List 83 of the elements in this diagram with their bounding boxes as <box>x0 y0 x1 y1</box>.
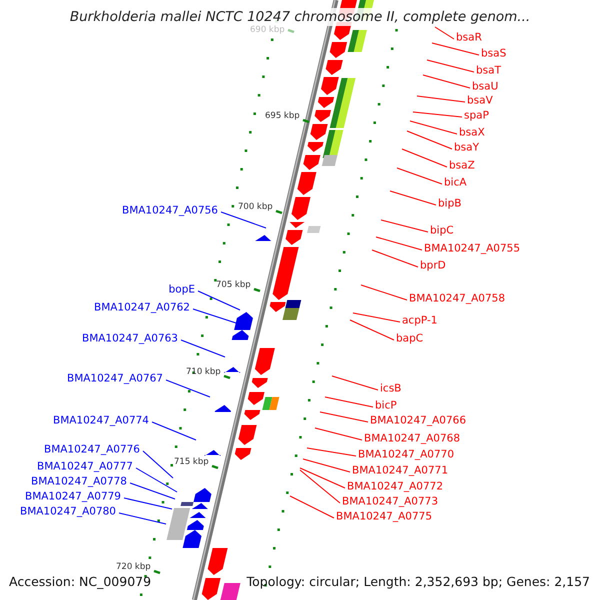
scale-label: 690 kbp <box>250 25 285 35</box>
scale-label: 700 kbp <box>238 202 273 212</box>
leader-line <box>402 148 448 168</box>
leader-line <box>396 168 442 184</box>
gene-label: bipC <box>430 224 454 238</box>
leader-line <box>300 470 340 504</box>
gene-label: bprD <box>420 260 446 272</box>
leader-line <box>406 130 452 150</box>
leader-line <box>422 74 470 88</box>
gene-label: BMA10247_A0767 <box>66 372 163 386</box>
gene-label: BMA10247_A0756 <box>122 204 218 218</box>
gene-label: bsaY <box>454 142 479 154</box>
gene-label: bicP <box>375 400 397 412</box>
leader-line <box>180 340 226 358</box>
gene-label: BMA10247_A0771 <box>352 464 448 478</box>
footer-text: Accession: NC_009079 <box>9 574 152 589</box>
leader-line <box>302 458 350 472</box>
gene-label: icsB <box>380 382 402 396</box>
leader-line <box>300 468 346 488</box>
gene-label: BMA10247_A0773 <box>342 496 438 508</box>
gene-label: BMA10247_A0777 <box>36 460 133 474</box>
footer-text: Topology: circular; Length: 2,352,693 bp; Genes: 2,157 <box>246 574 590 589</box>
leader-line <box>360 284 408 300</box>
leader-line <box>434 26 454 40</box>
gene-label: BMA10247_A0779 <box>24 490 121 504</box>
gene-label: bsaR <box>456 32 482 44</box>
gene-label: bsaS <box>481 48 506 60</box>
leader-line <box>372 250 418 268</box>
leader-line <box>426 60 474 72</box>
leader-line <box>432 42 480 56</box>
leader-line <box>220 212 266 228</box>
leader-line <box>290 496 334 518</box>
gene-label: BMA10247_A0778 <box>30 476 127 488</box>
gene-label: bsaU <box>472 80 498 94</box>
gene-label: bopE <box>168 284 195 296</box>
leader-line <box>376 236 422 250</box>
gene-label: BMA10247_A0766 <box>370 414 466 428</box>
leader-line <box>332 376 378 390</box>
gene-label: BMA10247_A0758 <box>409 292 506 306</box>
gene-label: bicA <box>444 176 467 190</box>
leader-line <box>306 448 356 456</box>
leader-line <box>152 422 196 440</box>
gene-label: BMA10247_A0755 <box>424 242 520 256</box>
gene-label: BMA10247_A0770 <box>358 448 454 462</box>
scale-label: 710 kbp <box>186 367 221 377</box>
leader-line <box>136 468 178 492</box>
leader-line <box>350 320 394 340</box>
leader-line <box>380 220 428 232</box>
gene-label: bapC <box>396 332 424 346</box>
gene-label: BMA10247_A0775 <box>336 510 432 524</box>
gene-label: BMA10247_A0762 <box>94 302 190 314</box>
leader-line <box>412 112 462 118</box>
leader-line <box>166 380 210 398</box>
leader-line <box>130 482 176 500</box>
gene-label: BMA10247_A0774 <box>52 414 149 428</box>
scale-label: 720 kbp <box>116 562 151 572</box>
leader-line <box>410 120 458 134</box>
scale-label: 715 kbp <box>174 457 209 467</box>
leader-line <box>352 312 400 322</box>
leader-line <box>142 450 174 478</box>
leader-line <box>124 498 172 510</box>
gene-label: BMA10247_A0768 <box>364 432 460 446</box>
leader-line <box>390 190 436 206</box>
leader-line <box>314 428 362 440</box>
gene-label: BMA10247_A0772 <box>347 480 444 494</box>
scale-label: 705 kbp <box>216 280 251 290</box>
leader-line <box>324 396 374 408</box>
leader-line <box>320 412 368 422</box>
gene-label: bsaV <box>467 94 493 108</box>
leader-line <box>118 512 166 524</box>
gene-label: spaP <box>464 110 489 122</box>
gene-label: BMA10247_A0776 <box>44 444 140 456</box>
gene-label: bipB <box>438 198 462 210</box>
leader-line <box>416 96 466 102</box>
leader-line <box>192 308 236 324</box>
gene-label: BMA10247_A0780 <box>20 506 116 518</box>
gene-label: BMA10247_A0763 <box>82 332 178 346</box>
gene-label: bsaX <box>459 126 485 140</box>
gene-label: acpP-1 <box>402 314 438 328</box>
gene-label: bsaT <box>476 64 501 78</box>
gene-label: bsaZ <box>449 160 475 172</box>
scale-label: 695 kbp <box>265 111 300 121</box>
leader-line <box>198 290 240 310</box>
